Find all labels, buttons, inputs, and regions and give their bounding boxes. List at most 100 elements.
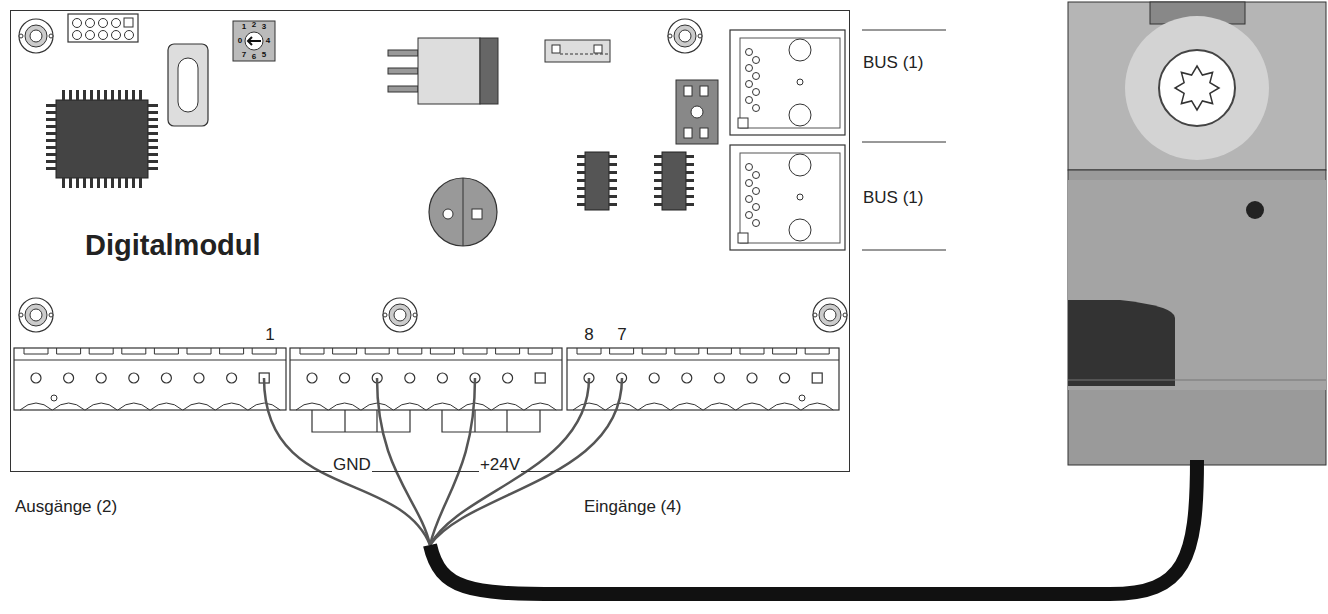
pin-number: 7: [616, 326, 627, 343]
part: [148, 118, 158, 121]
component: [676, 80, 718, 144]
part: [148, 167, 158, 170]
part: [413, 313, 417, 317]
part: [118, 90, 121, 100]
crystal: [168, 44, 208, 126]
part: [686, 195, 694, 198]
part: [463, 348, 487, 354]
part: [698, 34, 702, 38]
part: [746, 97, 753, 104]
part: [426, 403, 458, 410]
part: [148, 139, 158, 142]
part: [577, 171, 585, 174]
part: [124, 18, 133, 27]
part: [148, 153, 158, 156]
part: [609, 179, 617, 182]
voltage-regulator: [388, 38, 498, 104]
part: [19, 298, 53, 332]
part: [148, 160, 158, 163]
part: [746, 164, 753, 171]
part: [125, 90, 128, 100]
part: [707, 348, 731, 354]
part: [753, 188, 760, 195]
part: [122, 348, 146, 354]
part: [64, 373, 74, 383]
brackets: [312, 410, 540, 432]
part: [46, 139, 56, 142]
part: [682, 373, 692, 383]
part: [24, 348, 48, 354]
port-label: BUS (1): [862, 54, 924, 71]
part: [577, 179, 585, 182]
part: [654, 203, 662, 206]
part: [668, 19, 702, 53]
part: [738, 118, 748, 128]
part: [492, 403, 524, 410]
part: [740, 348, 764, 354]
part: [819, 304, 841, 326]
switch-digit: 5: [262, 51, 266, 59]
part: [736, 403, 768, 410]
group-label: Ausgänge (2): [14, 498, 118, 515]
pin-header: [68, 14, 138, 42]
part: [649, 373, 659, 383]
part: [97, 178, 100, 188]
part: [730, 145, 845, 250]
part: [753, 57, 760, 64]
part: [609, 171, 617, 174]
part: [148, 125, 158, 128]
part: [62, 90, 65, 100]
part: [668, 34, 672, 38]
part: [46, 125, 56, 128]
part: [99, 19, 108, 28]
part: [789, 104, 811, 126]
part: [610, 348, 634, 354]
part: [46, 146, 56, 149]
part: [503, 373, 513, 383]
part: [73, 31, 82, 40]
part: [14, 360, 286, 361]
part: [53, 403, 85, 410]
part: [675, 348, 699, 354]
part: [753, 220, 760, 227]
part: [333, 348, 357, 354]
part: [789, 154, 811, 176]
part: [430, 348, 454, 354]
part: [86, 19, 95, 28]
part: [86, 31, 95, 40]
part: [69, 178, 72, 188]
part: [49, 313, 53, 317]
part: [577, 348, 601, 354]
part: [642, 348, 666, 354]
part: [161, 373, 171, 383]
part: [654, 187, 662, 190]
part: [394, 403, 426, 410]
part: [753, 89, 760, 96]
part: [703, 403, 735, 410]
part: [187, 348, 211, 354]
part: [90, 178, 93, 188]
part: [383, 298, 417, 332]
part: [248, 403, 280, 410]
part: [76, 90, 79, 100]
part: [19, 19, 53, 53]
part: [654, 195, 662, 198]
part: [747, 373, 757, 383]
part: [329, 403, 361, 410]
part: [805, 348, 829, 354]
part: [606, 403, 638, 410]
rj45-jacks: [730, 30, 845, 250]
part: [97, 90, 100, 100]
part: [528, 348, 552, 354]
part: [112, 31, 121, 40]
part: [30, 309, 42, 321]
part: [740, 153, 840, 243]
part: [730, 30, 845, 135]
part: [340, 373, 350, 383]
part: [220, 348, 244, 354]
part: [46, 118, 56, 121]
part: [801, 403, 833, 410]
ic-chips: [577, 152, 694, 210]
part: [83, 178, 86, 188]
